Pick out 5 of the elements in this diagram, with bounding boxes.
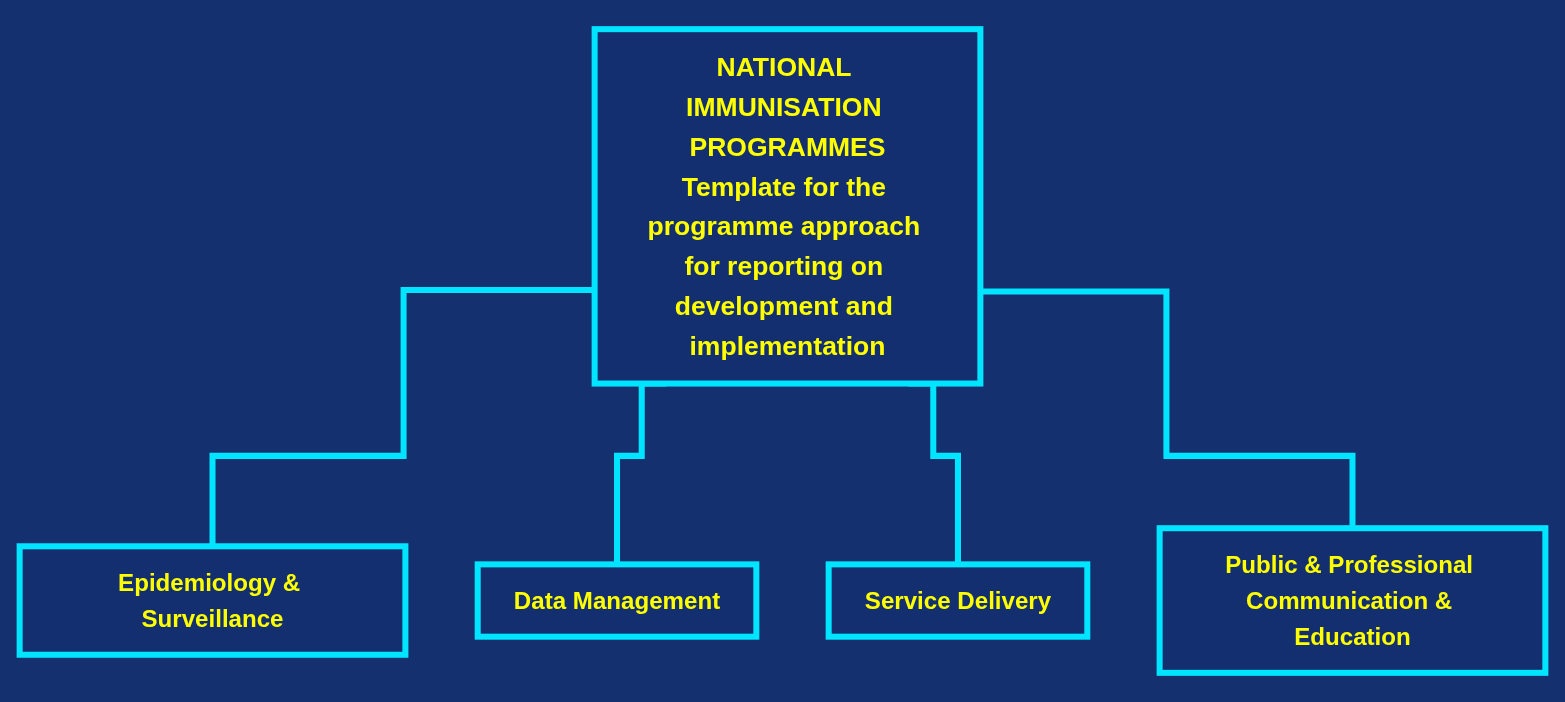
node-box: Epidemiology & Surveillance bbox=[16, 543, 409, 658]
node-box: Data Management bbox=[474, 561, 760, 640]
node-box: NATIONAL IMMUNISATION PROGRAMMES Template for the programme approach for reporting on development and implementation bbox=[591, 26, 984, 387]
node-box: Service Delivery bbox=[825, 561, 1091, 640]
node-box: Public & Professional Communication & Education bbox=[1156, 525, 1549, 676]
